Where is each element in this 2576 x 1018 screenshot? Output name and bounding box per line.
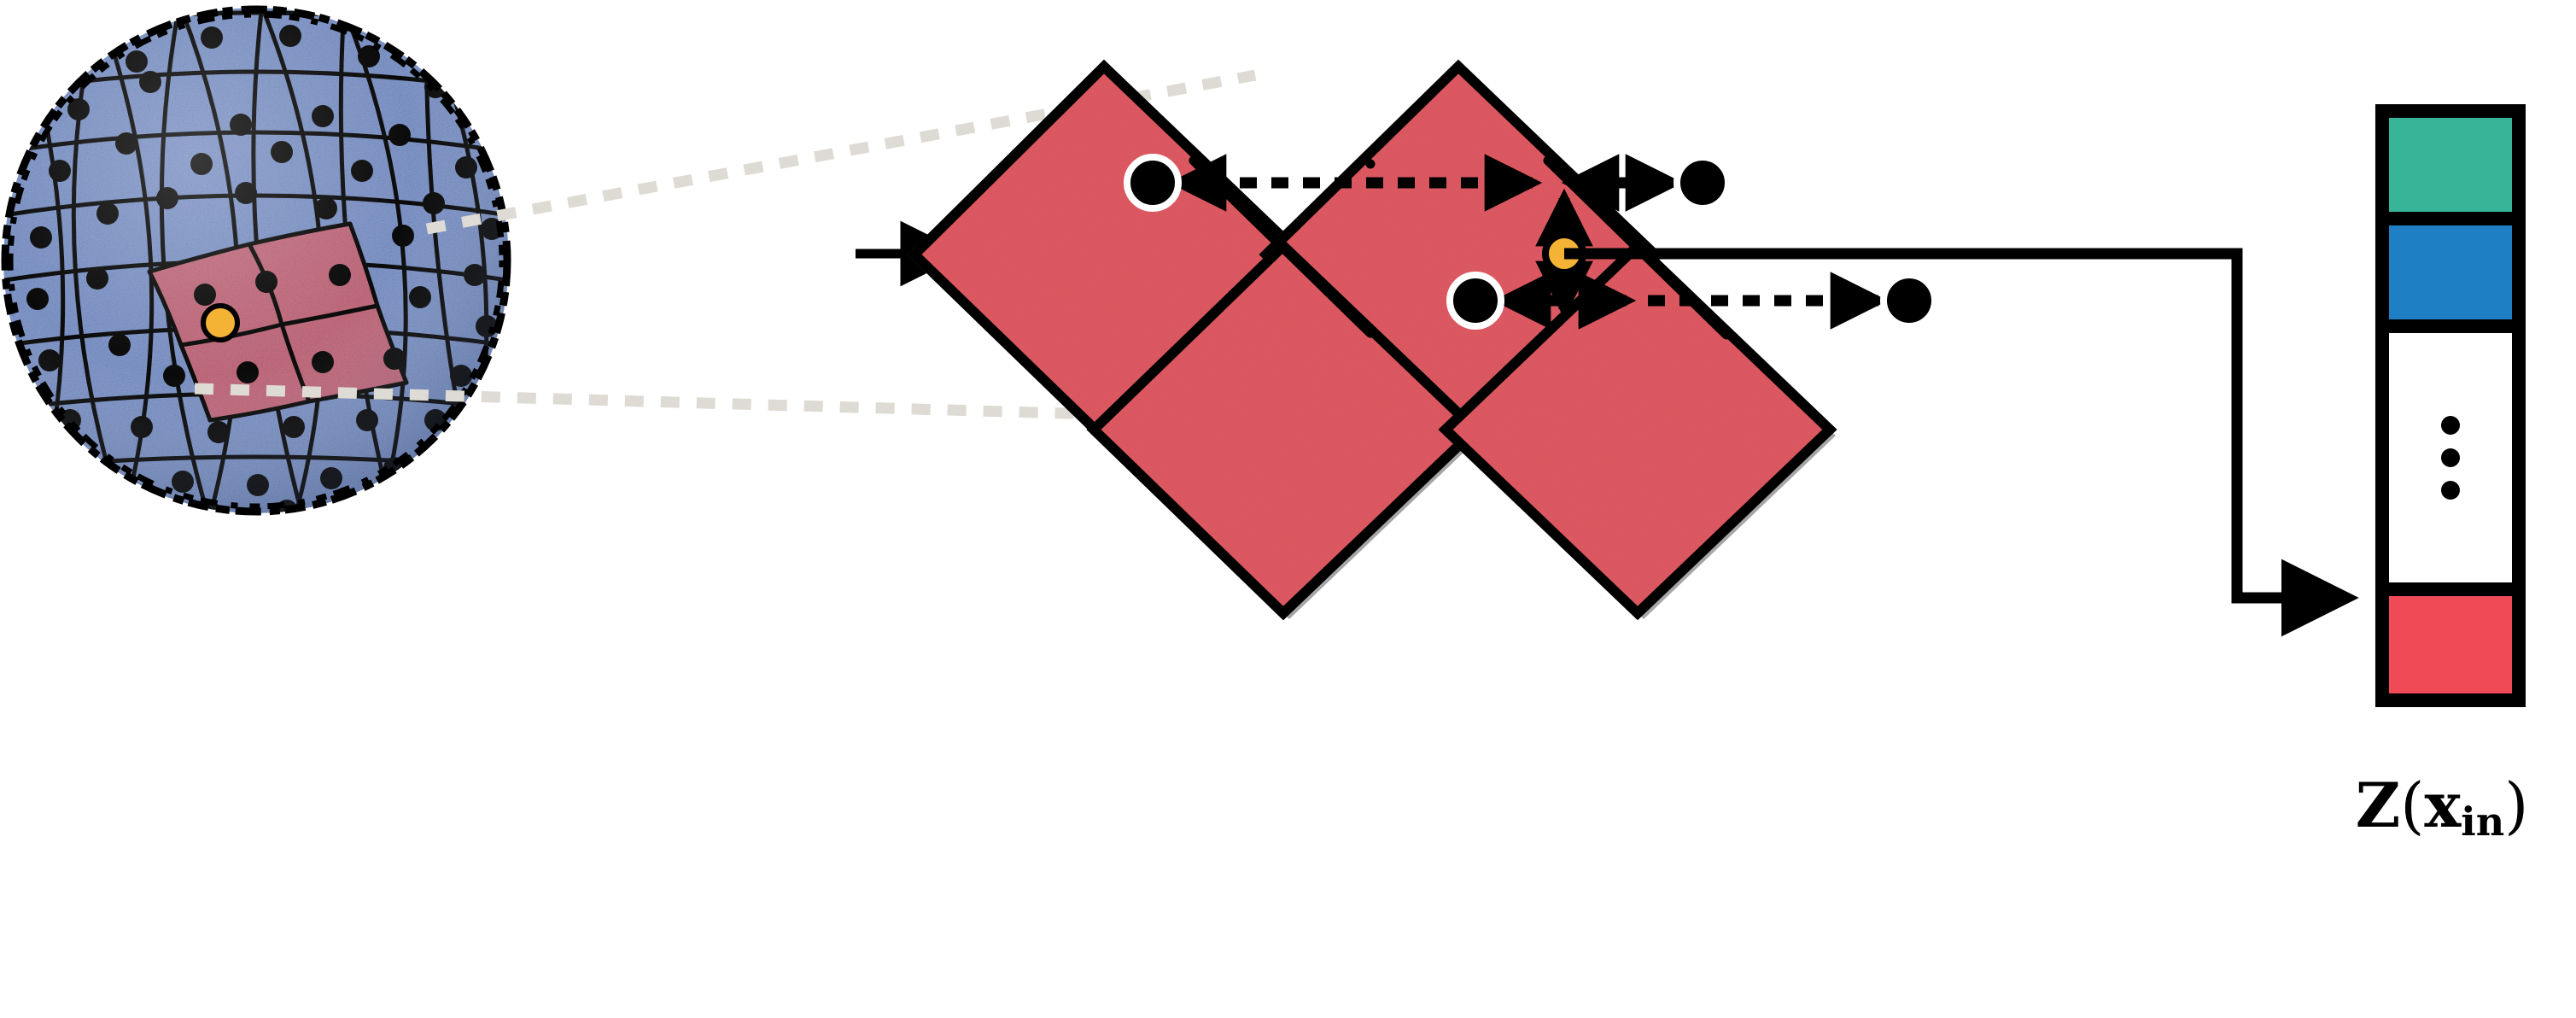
neighbor-dots (1124, 154, 1938, 330)
sphere-center-pixel-marker (201, 303, 240, 342)
vector-ellipsis-icon (2441, 416, 2460, 500)
vector-output-arrow (1564, 248, 2359, 637)
vector-label: Z(xin) (2288, 769, 2576, 845)
neighbor-connectors (1168, 154, 1889, 330)
tile-lower-center (1086, 238, 1483, 621)
vector-label-close-paren: ) (2504, 769, 2529, 841)
tile-lower-right (1438, 238, 1837, 621)
neighbor-dot-upper-right (1674, 154, 1732, 212)
vector-label-open-paren: ( (2400, 769, 2425, 841)
feature-vector-bar (2375, 104, 2526, 707)
vector-label-fn: Z (2355, 769, 2401, 841)
vector-cell-4-highlighted (2389, 596, 2512, 693)
neighbor-dot-lower-left (1446, 272, 1504, 330)
vector-cell-2 (2389, 225, 2512, 321)
vector-label-var: x (2424, 769, 2462, 841)
neighbor-dot-upper-left (1124, 154, 1182, 212)
vector-cell-1 (2389, 118, 2512, 214)
sphere-rim (1, 5, 511, 516)
neighbor-dot-lower-right (1880, 272, 1938, 330)
vector-label-subscript: in (2461, 799, 2505, 845)
panel-tiles (907, 59, 1837, 621)
sphere-rim-inner (7, 11, 505, 510)
healpix-sphere (1, 5, 511, 516)
healpix-neighborhood-panel (907, 59, 1837, 621)
